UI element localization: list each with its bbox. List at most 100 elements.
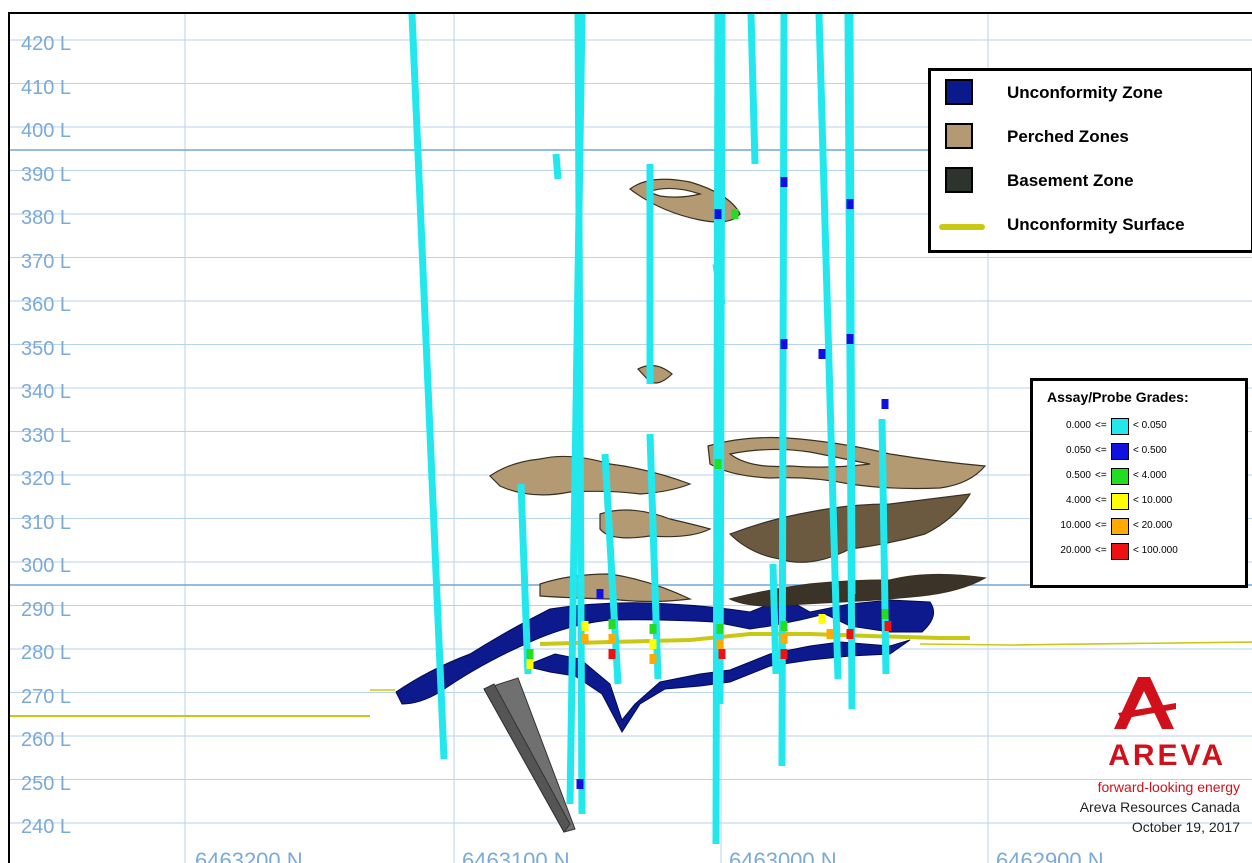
level-label: 360 L xyxy=(21,294,72,316)
grade-mark xyxy=(526,649,534,659)
grade-mark xyxy=(780,634,788,644)
drillhole-trace xyxy=(716,14,726,705)
drillhole-trace xyxy=(815,14,842,680)
drillhole-trace xyxy=(517,483,532,675)
zone-label: Basement Zone xyxy=(1007,171,1134,190)
level-label: 370 L xyxy=(21,250,72,273)
grade-low: 4.000 xyxy=(1065,495,1091,506)
grade-legend-title: Assay/Probe Grades: xyxy=(1047,389,1189,405)
drillhole-trace xyxy=(747,14,759,165)
level-label: 310 L xyxy=(21,511,72,534)
grade-high: < 0.500 xyxy=(1133,445,1167,456)
grade-swatch xyxy=(1111,493,1129,510)
grade-mark xyxy=(826,629,834,639)
basement-zone xyxy=(483,677,576,833)
zone-label: Perched Zones xyxy=(1007,127,1129,146)
level-label: 300 L xyxy=(21,555,72,577)
zone-swatch xyxy=(945,123,973,149)
grade-low: 10.000 xyxy=(1060,520,1091,531)
grade-mark xyxy=(881,609,889,619)
grade-legend-row: 4.000<=< 10.000 xyxy=(1033,492,1245,514)
grade-high: < 10.000 xyxy=(1133,495,1173,506)
level-label: 320 L xyxy=(21,468,72,490)
grade-mark xyxy=(731,209,739,219)
grade-mark xyxy=(526,659,534,669)
grade-mark xyxy=(714,209,722,219)
grade-mark xyxy=(718,649,726,659)
map-date: October 19, 2017 xyxy=(1131,819,1240,835)
zone-label: Unconformity Zone xyxy=(1007,83,1163,102)
drillhole-trace xyxy=(601,453,622,685)
grade-high: < 100.000 xyxy=(1133,545,1178,556)
grade-mark xyxy=(780,649,788,659)
zone-legend-item: Perched Zones xyxy=(931,123,1251,153)
zone-legend-item: Unconformity Zone xyxy=(931,79,1251,109)
grade-mark xyxy=(714,459,722,469)
zone-swatch xyxy=(945,79,973,105)
grade-mark xyxy=(780,339,788,349)
level-label: 380 L xyxy=(21,207,72,229)
drillhole-trace xyxy=(566,14,586,805)
grade-low: 20.000 xyxy=(1060,545,1091,556)
grade-mark xyxy=(608,619,616,629)
grade-mark xyxy=(884,621,892,631)
zone-swatch xyxy=(939,224,985,230)
level-label: 410 L xyxy=(21,76,72,99)
grade-mark xyxy=(846,334,854,344)
grade-mark xyxy=(716,624,724,634)
section-view: 420 L 410 L 400 L 390 L 380 L 370 L 360 L 350 L… xyxy=(8,12,1252,863)
grade-high: < 20.000 xyxy=(1133,520,1173,531)
drillhole-trace xyxy=(646,433,662,680)
grade-operator: <= xyxy=(1095,445,1107,456)
grade-operator: <= xyxy=(1095,470,1107,481)
level-label: 350 L xyxy=(21,337,72,360)
perched-zones xyxy=(489,178,987,607)
grade-mark xyxy=(581,634,589,644)
level-label: 340 L xyxy=(21,381,72,403)
grade-low: 0.500 xyxy=(1065,470,1091,481)
grade-swatch xyxy=(1111,518,1129,535)
easting-label: 6463200 N xyxy=(195,848,303,863)
grade-mark xyxy=(846,629,854,639)
drillhole-trace xyxy=(769,563,780,675)
grade-mark xyxy=(608,634,616,644)
level-label: 260 L xyxy=(21,729,72,751)
grade-high: < 0.050 xyxy=(1133,420,1167,431)
drillhole-trace xyxy=(712,14,722,845)
easting-label: 6463100 N xyxy=(462,848,570,863)
level-label: 420 L xyxy=(21,33,72,55)
logo-tagline: forward-looking energy xyxy=(1097,779,1240,795)
level-label: 390 L xyxy=(21,163,72,186)
grade-mark xyxy=(608,649,616,659)
level-label: 240 L xyxy=(21,816,72,838)
grade-mark xyxy=(846,199,854,209)
grade-mark xyxy=(649,639,657,649)
grade-swatch xyxy=(1111,418,1129,435)
grade-mark xyxy=(780,177,788,187)
zone-legend-item: Basement Zone xyxy=(931,167,1251,197)
level-label: 250 L xyxy=(21,772,72,795)
grade-mark xyxy=(649,624,657,634)
logo-wordmark: AREVA xyxy=(1108,739,1226,772)
grade-operator: <= xyxy=(1095,420,1107,431)
easting-label: 6463000 N xyxy=(729,848,837,863)
company-logo: AREVA forward-looking energy Areva Resou… xyxy=(1026,669,1252,859)
level-label: 330 L xyxy=(21,424,72,447)
level-label: 280 L xyxy=(21,642,72,664)
drillhole-grades xyxy=(526,177,892,789)
grade-legend-row: 0.500 <= < 4.000 xyxy=(1033,467,1245,489)
grade-legend-row: 0.000<=< 0.050 xyxy=(1033,417,1245,439)
level-label: 270 L xyxy=(21,685,72,708)
grade-mark xyxy=(818,614,826,624)
grade-high: < 4.000 xyxy=(1133,470,1167,481)
grade-mark xyxy=(818,349,826,359)
grade-mark xyxy=(716,639,724,649)
zone-legend-item: Unconformity Surface xyxy=(931,211,1251,241)
grade-swatch xyxy=(1111,468,1129,485)
level-label: 400 L xyxy=(21,120,72,142)
grade-legend-row: 20.000<=< 100.000 xyxy=(1033,542,1245,564)
grade-mark xyxy=(581,621,589,631)
grade-legend-row: 10.000<=< 20.000 xyxy=(1033,517,1245,539)
